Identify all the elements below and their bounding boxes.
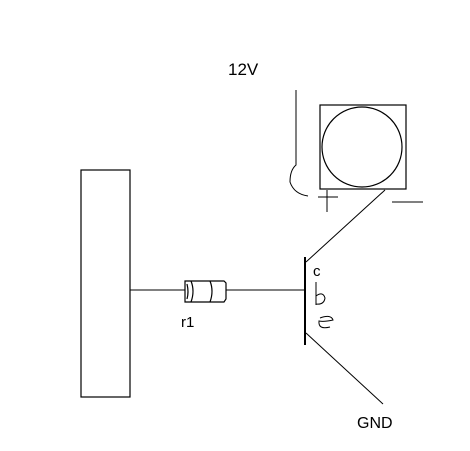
collector-label: c [313, 263, 321, 280]
fan-load-rotor [321, 106, 403, 188]
emitter-mark [318, 315, 334, 329]
base-mark [315, 282, 326, 305]
emitter-wire [305, 332, 384, 405]
plus-sign [318, 190, 338, 212]
supply-voltage-label: 12V [228, 60, 259, 79]
resistor-r1 [184, 280, 227, 303]
fan-load-housing [319, 104, 407, 190]
collector-wire [305, 189, 386, 263]
resistor-label: r1 [181, 314, 195, 331]
ground-label: GND [357, 415, 393, 432]
supply-wire-mark [289, 90, 309, 197]
controller-block [80, 169, 131, 398]
